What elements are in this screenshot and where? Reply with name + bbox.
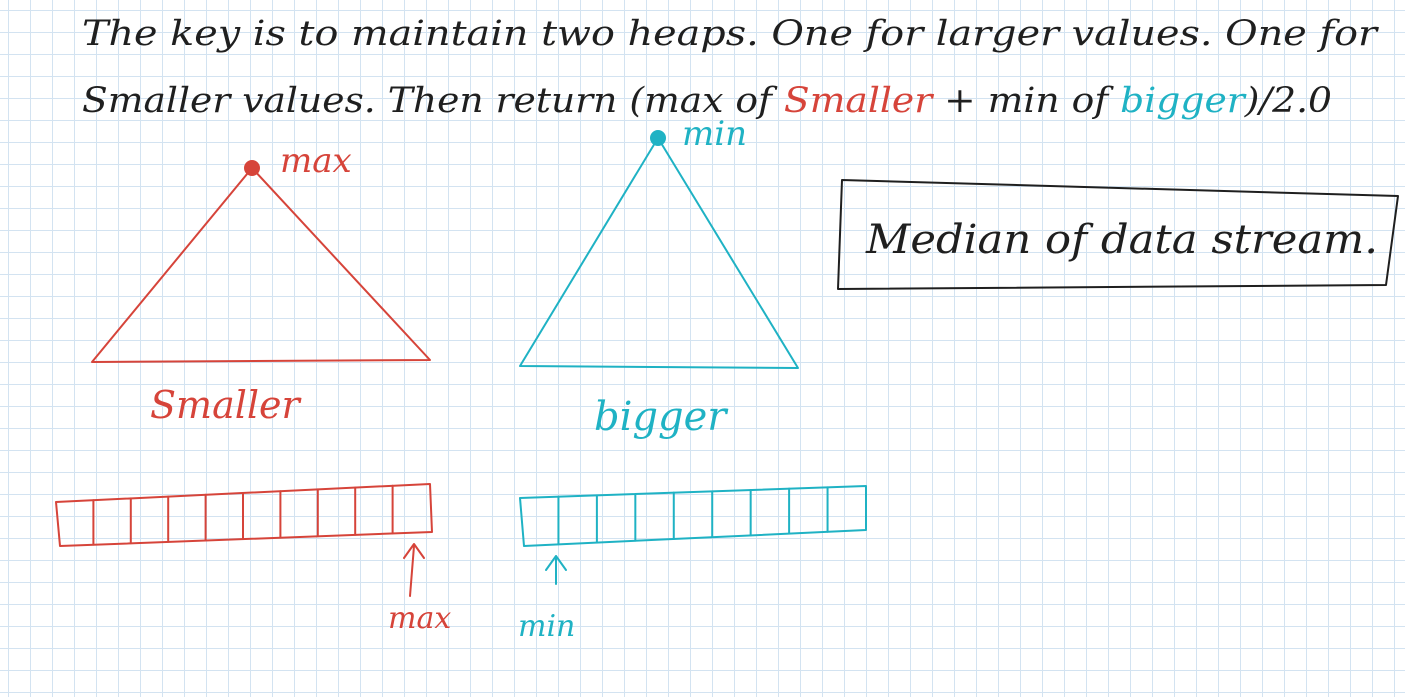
explanation-word-bigger: bigger bbox=[1120, 81, 1247, 121]
explanation-line-2-end: )/2.0 bbox=[1244, 81, 1332, 121]
explanation-word-smaller: Smaller bbox=[784, 81, 935, 121]
min-heap-array bbox=[519, 485, 867, 547]
max-pointer-label: max bbox=[388, 601, 451, 636]
max-heap-array bbox=[55, 483, 433, 547]
max-heap-top-label: max bbox=[280, 141, 352, 181]
explanation-line-2: Smaller values. Then return (max of Smal… bbox=[82, 81, 1332, 121]
min-pointer-arrow bbox=[545, 555, 567, 585]
max-heap-root-dot bbox=[244, 160, 260, 176]
min-heap-array-cells bbox=[557, 486, 829, 546]
min-pointer-label: min bbox=[518, 609, 575, 644]
min-heap-root-dot bbox=[650, 130, 666, 146]
title-box-label: Median of data stream. bbox=[865, 217, 1378, 263]
max-heap-triangle bbox=[91, 167, 431, 363]
explanation-line-2-mid: + min of bbox=[932, 81, 1120, 121]
max-heap-caption: Smaller bbox=[150, 383, 303, 427]
max-pointer-arrow bbox=[403, 543, 425, 597]
explanation-line-1: The key is to maintain two heaps. One fo… bbox=[82, 14, 1380, 54]
min-heap-triangle bbox=[519, 137, 799, 369]
title-box-border bbox=[837, 179, 1399, 290]
min-heap-caption: bigger bbox=[594, 394, 729, 440]
explanation-line-2-start: Smaller values. Then return (max of bbox=[82, 81, 784, 121]
min-heap-top-label: min bbox=[682, 114, 747, 154]
max-heap-array-cells bbox=[92, 484, 394, 546]
